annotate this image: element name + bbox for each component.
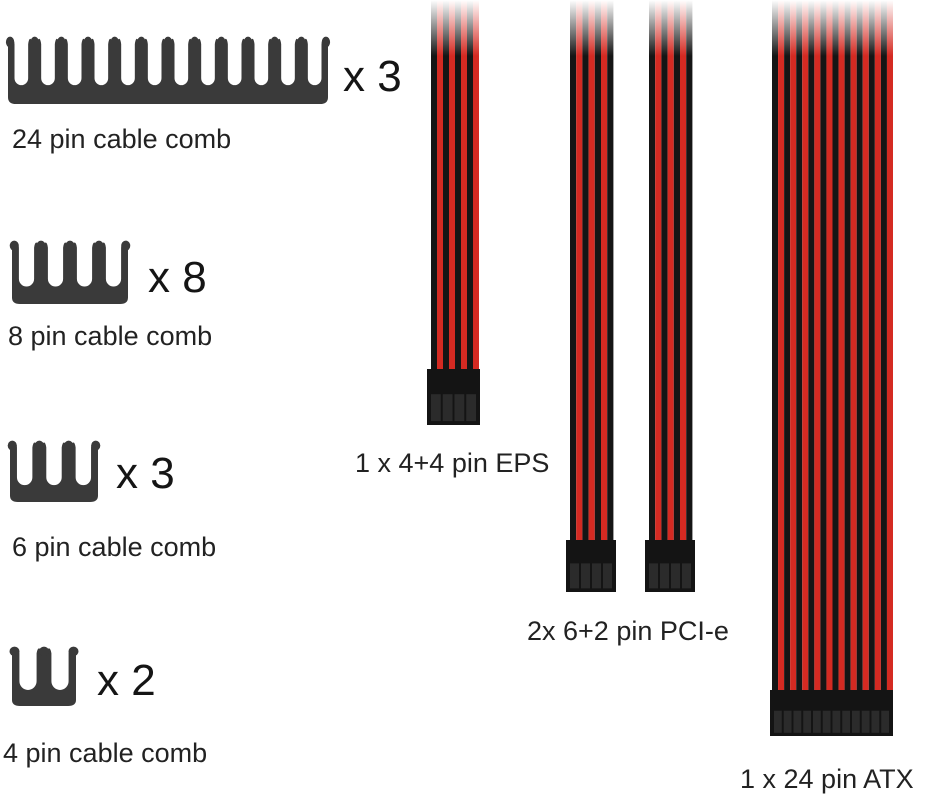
comb-prong-tip	[137, 36, 146, 48]
comb-prong-tip	[91, 440, 101, 451]
cable-comb-24pin-icon	[5, 36, 331, 104]
comb-prong-tip	[68, 646, 79, 657]
cable-comb-4pin-icon	[9, 646, 79, 706]
comb-prong-tip	[9, 646, 20, 657]
cable-comb-8pin-icon	[9, 240, 131, 304]
comb-8pin-quantity: x 8	[148, 253, 207, 302]
comb-prong-tip	[297, 36, 306, 48]
comb-prong-tip	[110, 36, 119, 48]
comb-prong-tip	[321, 36, 331, 48]
comb-24pin-label: 24 pin cable comb	[12, 124, 232, 154]
comb-prong-tip	[65, 240, 75, 251]
comb-prong-tip	[5, 36, 15, 48]
comb-prong-tip	[190, 36, 199, 48]
comb-prong-tip	[121, 240, 131, 251]
comb-prong-tip	[64, 440, 74, 451]
comb-prong-tip	[57, 36, 66, 48]
comb-prong-tip	[34, 440, 44, 451]
comb-prong-tip	[9, 240, 19, 251]
comb-prong-tip	[30, 36, 39, 48]
comb-body	[12, 648, 76, 706]
comb-prong-tip	[39, 646, 49, 657]
comb-prong-tip	[83, 36, 93, 48]
eps-cable-label: 1 x 4+4 pin EPS	[355, 448, 550, 478]
comb-body	[10, 442, 98, 502]
comb-24pin-quantity: x 3	[343, 52, 402, 101]
comb-prong-tip	[243, 36, 253, 48]
comb-prong-tip	[94, 240, 104, 251]
comb-body	[12, 242, 128, 304]
comb-8pin-label: 8 pin cable comb	[8, 321, 213, 351]
comb-4pin-label: 4 pin cable comb	[3, 738, 208, 768]
comb-6pin-quantity: x 3	[116, 449, 175, 498]
cable-top-fade	[400, 0, 934, 799]
comb-prong-tip	[270, 36, 279, 48]
comb-prong-tip	[163, 36, 173, 48]
comb-6pin-label: 6 pin cable comb	[12, 532, 217, 562]
comb-prong-tip	[217, 36, 226, 48]
comb-body	[8, 38, 328, 104]
comb-prong-tip	[36, 240, 46, 251]
comb-prong-tip	[7, 440, 17, 451]
cable-comb-6pin-icon	[7, 440, 101, 502]
pcie-cable-label: 2x 6+2 pin PCI-e	[527, 616, 729, 646]
atx-cable-label: 1 x 24 pin ATX	[740, 764, 914, 794]
comb-4pin-quantity: x 2	[97, 656, 156, 705]
